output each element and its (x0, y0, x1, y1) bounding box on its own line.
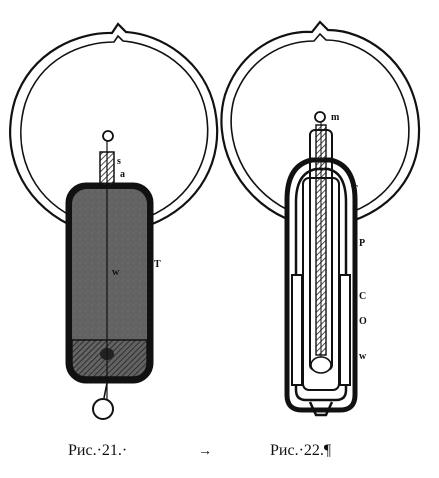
label-w: w (359, 351, 367, 362)
label-C: C (359, 291, 366, 302)
figure-22-caption: Рис.·22.¶ (270, 442, 332, 459)
label-m: m (331, 112, 340, 123)
figure-21-caption: Рис.·21.· (68, 442, 128, 459)
label-s: s (117, 156, 121, 167)
bulb-outline (9, 22, 219, 227)
label-T: T (351, 184, 358, 195)
label-a: a (120, 169, 125, 180)
figure-22-lamp: m T P C O w (220, 20, 421, 417)
top-terminal (314, 111, 326, 123)
cylinder-C (291, 274, 303, 386)
tab-arrow-icon: → (198, 444, 212, 459)
label-P: P (359, 238, 365, 249)
label-T: T (154, 259, 161, 270)
label-w: w (112, 267, 120, 278)
top-terminal (102, 130, 114, 142)
figure-21-lamp: s a w T (9, 22, 219, 420)
label-O: O (359, 316, 367, 327)
bottom-terminal (92, 398, 114, 420)
bulb-outline (220, 20, 421, 222)
